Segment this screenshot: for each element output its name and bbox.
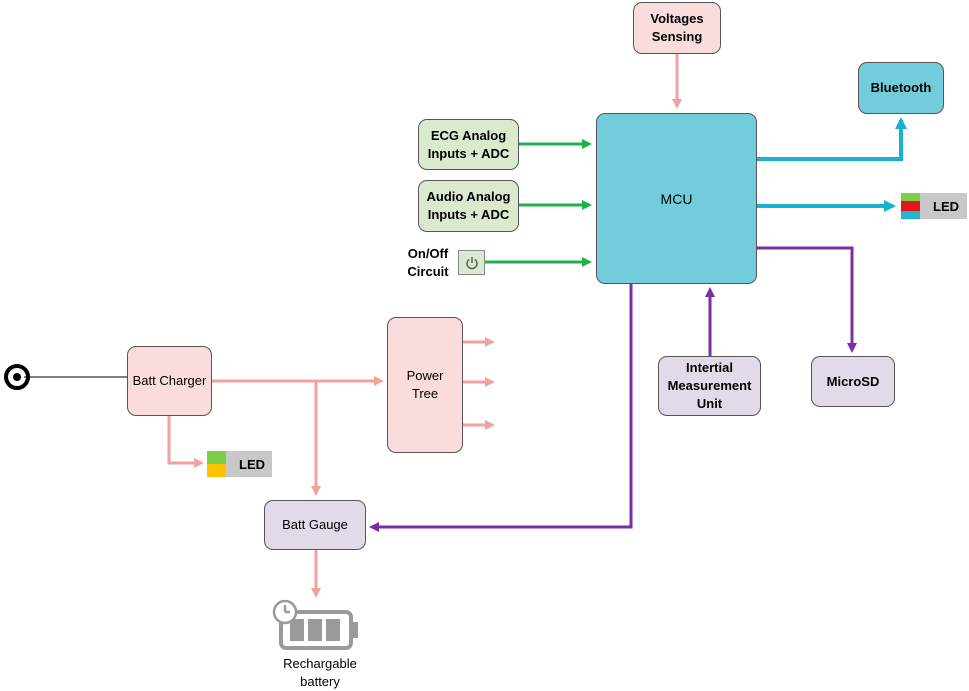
led-yellow-square <box>207 464 226 477</box>
power-icon <box>465 256 478 269</box>
voltages-sensing-block: Voltages Sensing <box>633 2 721 54</box>
line-mcu-to-microsd <box>757 246 857 353</box>
led-charger-badge: LED <box>207 451 272 477</box>
led-green-square <box>207 451 226 464</box>
led-cyan-square <box>901 211 920 219</box>
battery-label: Rechargable battery <box>283 656 357 689</box>
battery-clock-icon <box>272 599 358 650</box>
mcu-block: MCU <box>596 113 757 284</box>
line-mcu-to-battgauge <box>369 284 633 532</box>
power-tree-block: Power Tree <box>387 317 463 453</box>
onoff-label: On/Off Circuit <box>407 246 449 279</box>
connector-icon <box>4 364 30 390</box>
led-red-square <box>901 201 920 211</box>
led-mcu-label: LED <box>933 198 959 214</box>
audio-block: Audio Analog Inputs + ADC <box>418 180 519 232</box>
ecg-block: ECG Analog Inputs + ADC <box>418 119 519 170</box>
line-mcu-to-bluetooth <box>757 117 907 161</box>
line-charger-to-led <box>167 416 204 468</box>
led-mcu-badge: LED <box>901 193 967 219</box>
led-charger-label: LED <box>239 456 265 472</box>
led-green-square <box>901 193 920 201</box>
batt-gauge-block: Batt Gauge <box>264 500 366 550</box>
batt-charger-block: Batt Charger <box>127 346 212 416</box>
bluetooth-block: Bluetooth <box>858 62 944 114</box>
power-button[interactable] <box>458 250 485 275</box>
imu-block: Intertial Measurement Unit <box>658 356 761 416</box>
microsd-block: MicroSD <box>811 356 895 407</box>
